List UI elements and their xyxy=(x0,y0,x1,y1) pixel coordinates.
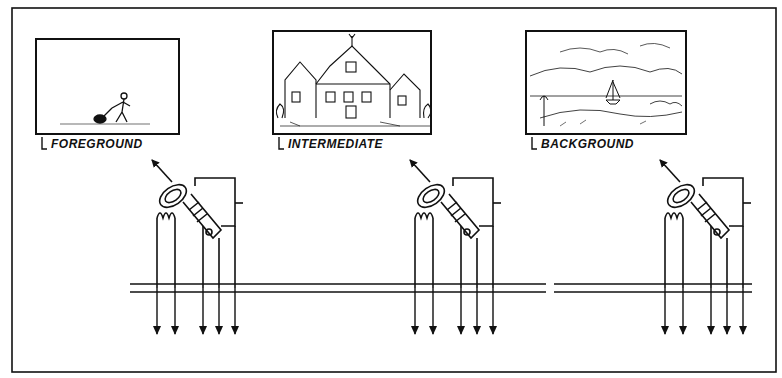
screen-label: BACKGROUND xyxy=(541,137,634,151)
picture-screen: INTERMEDIATE xyxy=(272,30,432,135)
picture-screen: FOREGROUND xyxy=(35,38,180,135)
output-arrow xyxy=(710,288,711,334)
output-arrow xyxy=(157,288,743,334)
output-arrow xyxy=(202,288,203,334)
screen-label: FOREGROUND xyxy=(51,137,143,151)
output-arrow xyxy=(234,288,235,334)
picture-screen: BACKGROUND xyxy=(525,30,687,135)
output-arrow xyxy=(476,288,477,334)
output-arrow xyxy=(742,288,743,334)
output-arrow xyxy=(174,288,175,334)
output-arrow xyxy=(432,288,433,334)
output-arrow xyxy=(156,288,157,334)
output-arrow xyxy=(726,288,727,334)
output-arrow xyxy=(414,288,415,334)
output-arrow xyxy=(218,288,219,334)
output-arrow xyxy=(682,288,683,334)
camera-tube xyxy=(664,178,751,288)
camera-tube xyxy=(414,178,501,288)
screen-label: INTERMEDIATE xyxy=(288,137,383,151)
house-picture xyxy=(276,34,431,126)
output-arrow xyxy=(460,288,461,334)
foreground-picture xyxy=(60,93,150,124)
camera-tube xyxy=(156,178,243,288)
landscape-picture xyxy=(530,43,682,126)
output-arrow xyxy=(492,288,493,334)
output-arrow xyxy=(664,288,665,334)
bus-line xyxy=(130,284,752,292)
